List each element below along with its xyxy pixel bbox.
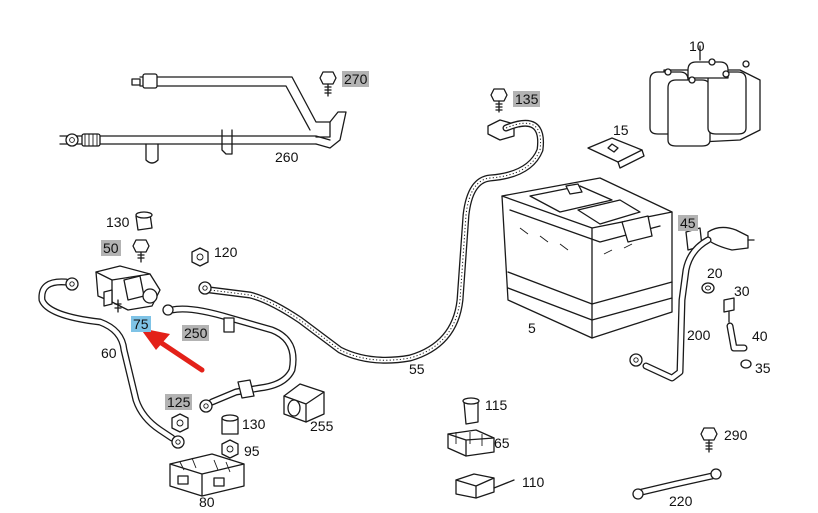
part-65-holder [447, 429, 495, 457]
callout-65: 65 [494, 435, 510, 451]
callout-110: 110 [522, 474, 545, 490]
part-260-cable-bracket [59, 73, 347, 164]
callout-60: 60 [101, 345, 117, 361]
part-270-bolt [319, 71, 337, 97]
callout-200: 200 [687, 327, 711, 343]
part-5-battery [501, 177, 673, 339]
callout-75[interactable]: 75 [131, 316, 151, 332]
callout-80: 80 [199, 494, 215, 510]
callout-260: 260 [275, 149, 299, 165]
part-135-bolt [490, 88, 508, 113]
callout-95: 95 [244, 443, 260, 459]
callout-125: 125 [165, 394, 193, 410]
callout-290: 290 [724, 427, 748, 443]
callout-45: 45 [678, 215, 698, 231]
part-30-fitting [723, 297, 735, 323]
callout-10: 10 [689, 38, 705, 54]
callout-255: 255 [310, 418, 334, 434]
callout-40: 40 [752, 328, 768, 344]
callout-15: 15 [613, 122, 629, 138]
callout-130-bottom: 130 [242, 416, 266, 432]
part-95-nut [221, 439, 239, 459]
part-290-bolt [700, 427, 718, 453]
part-10-battery-cells [649, 45, 761, 147]
part-50-bolt [132, 239, 150, 263]
callout-20: 20 [707, 265, 723, 281]
part-125-nut [171, 413, 189, 433]
red-arrow-icon [140, 328, 205, 373]
callout-55: 55 [409, 361, 425, 377]
callout-220: 220 [669, 493, 693, 509]
callout-270: 270 [342, 71, 370, 87]
part-115-plug [462, 397, 480, 425]
part-255-connector [283, 383, 325, 423]
part-40-hose [726, 322, 748, 352]
part-110-bracket [455, 473, 515, 499]
part-75-terminal-block [95, 265, 161, 313]
part-130-cap-top [135, 211, 153, 231]
callout-30: 30 [734, 283, 750, 299]
callout-50: 50 [101, 240, 121, 256]
callout-115: 115 [485, 397, 508, 413]
callout-120: 120 [214, 244, 238, 260]
callout-5: 5 [528, 320, 536, 336]
part-60-cable [38, 277, 185, 449]
part-55-battery-cable [198, 119, 545, 364]
part-130-cap-bottom [221, 414, 239, 435]
callout-135: 135 [513, 91, 541, 107]
part-15-plate [587, 137, 645, 169]
part-35-nut [740, 359, 752, 369]
part-220-strap [632, 468, 722, 500]
callout-35: 35 [755, 360, 771, 376]
part-250-cable [162, 304, 297, 413]
callout-250: 250 [182, 325, 210, 341]
callout-130-top: 130 [106, 214, 130, 230]
part-20-nut [701, 282, 715, 294]
part-80-fuse-block [169, 453, 245, 497]
part-120-nut [191, 247, 209, 267]
part-200-ground-cable [629, 226, 755, 382]
